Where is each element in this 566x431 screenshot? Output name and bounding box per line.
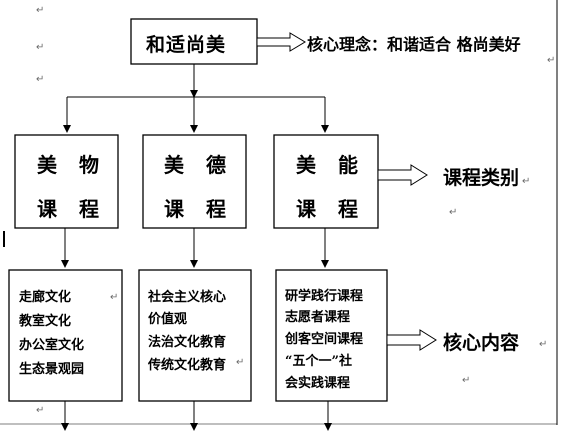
top-box [130, 18, 258, 65]
paragraph-mark: ↵ [36, 405, 45, 416]
category-box-meineng [273, 134, 379, 229]
paragraph-mark: ↵ [522, 176, 531, 187]
category-box-meiwu [14, 134, 119, 229]
paragraph-mark: ↵ [539, 339, 548, 350]
category-meineng-line1: 美能 [296, 153, 380, 177]
content-item: 价值观 [148, 312, 188, 327]
content-item: 生态景观园 [19, 362, 85, 377]
paragraph-mark: ↵ [236, 357, 245, 368]
content-item: 研学践行课程 [285, 289, 364, 304]
content-item: 办公室文化 [19, 338, 85, 353]
content-box-meide [138, 269, 252, 402]
content-item: “五个一”社 [285, 354, 352, 369]
category-meineng-line2: 课程 [296, 197, 380, 221]
content-item: 教室文化 [19, 314, 72, 329]
paragraph-mark: ↵ [36, 5, 45, 16]
category-meide-line2: 课程 [164, 197, 248, 221]
content-item: 志愿者课程 [285, 310, 351, 325]
content-item: 法治文化教育 [148, 335, 227, 350]
content-box-meiwu [8, 269, 123, 402]
paragraph-mark: ↵ [547, 55, 556, 66]
content-item: 会实践课程 [285, 376, 351, 391]
core-idea-arrow [256, 32, 306, 52]
content-item: 走廊文化 [19, 290, 72, 305]
content-label-arrow [386, 329, 437, 351]
paragraph-mark: ↵ [36, 42, 45, 53]
content-item: 创客空间课程 [285, 332, 364, 347]
core-idea-label: 核心理念：和谐适合 格尚美好 [307, 35, 521, 54]
content-item: 传统文化教育 [148, 358, 227, 373]
content-item: 社会主义核心 [148, 290, 227, 305]
category-type-label: 课程类别 [443, 167, 520, 189]
paragraph-mark: ↵ [110, 292, 119, 303]
core-content-label: 核心内容 [443, 332, 520, 354]
paragraph-mark: ↵ [449, 207, 458, 218]
category-label-arrow [377, 164, 428, 186]
top-box-title: 和适尚美 [146, 34, 227, 56]
category-meide-line1: 美德 [164, 153, 248, 177]
text-cursor [3, 231, 5, 247]
category-meiwu-line2: 课程 [37, 197, 121, 221]
content-box-meineng [275, 269, 388, 402]
paragraph-mark: ↵ [462, 375, 471, 386]
category-meiwu-line1: 美物 [37, 153, 121, 177]
paragraph-mark: ↵ [36, 74, 45, 85]
